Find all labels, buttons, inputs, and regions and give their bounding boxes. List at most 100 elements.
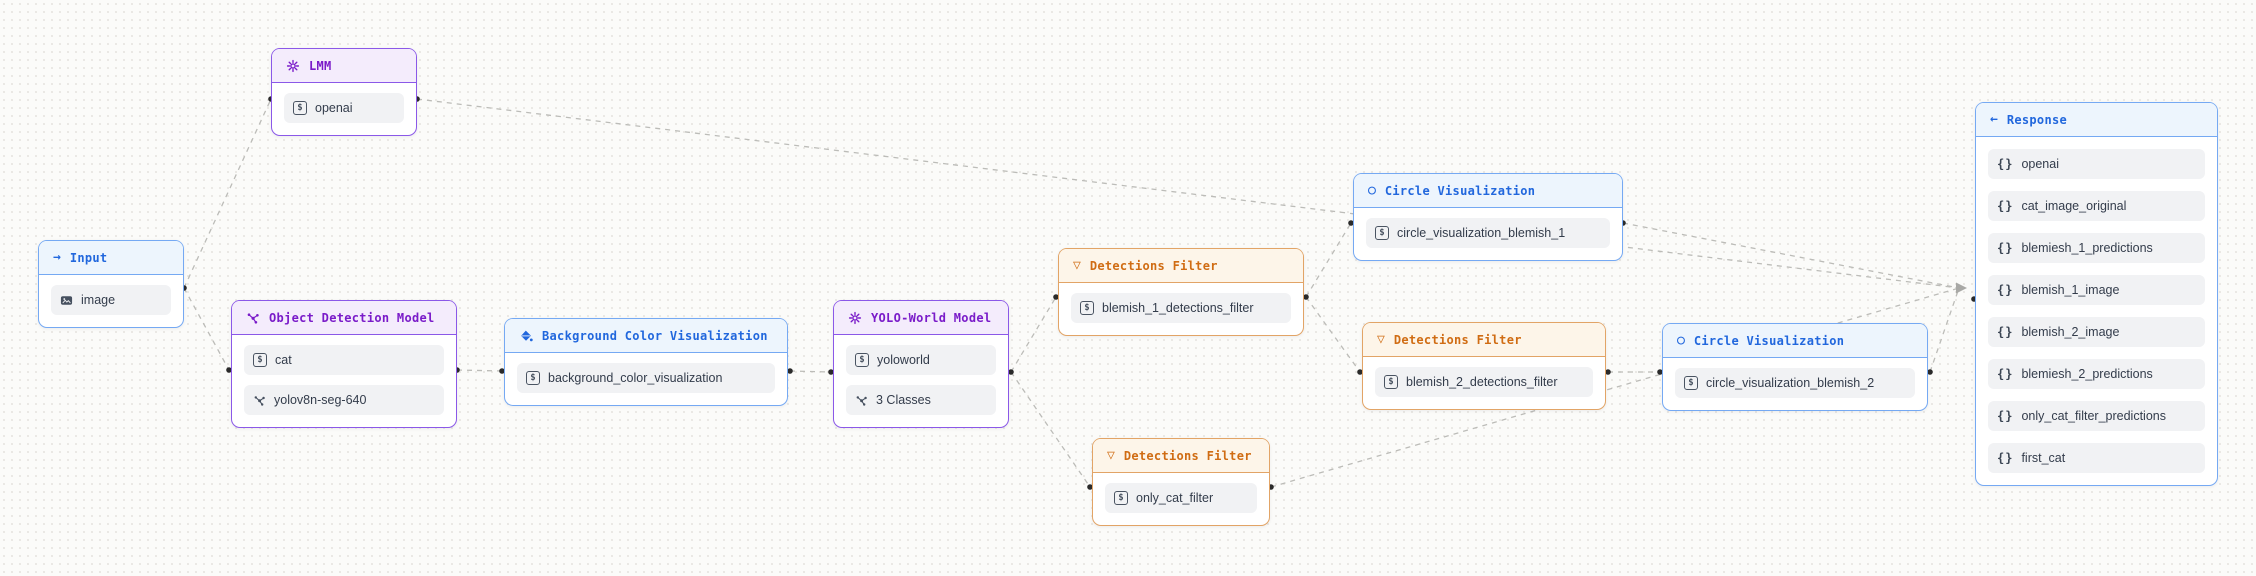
field-classes[interactable]: 3 Classes	[846, 385, 996, 415]
output-openai[interactable]: {} openai	[1988, 149, 2205, 179]
node-filter2-header: ▽ Detections Filter	[1363, 323, 1605, 357]
field-background-color-visualization[interactable]: $ background_color_visualization	[517, 363, 775, 393]
response-arrowhead	[1956, 282, 1967, 294]
braces-icon: {}	[1997, 199, 2014, 213]
output-blemish-1-image[interactable]: {} blemish_1_image	[1988, 275, 2205, 305]
node-response-header: ← Response	[1976, 103, 2217, 137]
node-response[interactable]: ← Response {} openai {} cat_image_origin…	[1975, 102, 2218, 486]
output-blemiesh-1-predictions[interactable]: {} blemiesh_1_predictions	[1988, 233, 2205, 263]
image-icon	[60, 295, 73, 305]
node-yolo-header: YOLO-World Model	[834, 301, 1008, 335]
funnel-icon: ▽	[1377, 332, 1385, 347]
string-icon: $	[1080, 301, 1094, 315]
field-openai[interactable]: $ openai	[284, 93, 404, 123]
field-image[interactable]: image	[51, 285, 171, 315]
edge-yolo-filter3	[1010, 371, 1091, 488]
edge-filter1-cviz1	[1305, 222, 1352, 298]
node-cviz2-header: ○ Circle Visualization	[1663, 324, 1927, 358]
node-input[interactable]: → Input image	[38, 240, 184, 328]
node-yolo-world-model[interactable]: YOLO-World Model $ yoloworld 3 Classes	[833, 300, 1009, 428]
node-filter1-body: $ blemish_1_detections_filter	[1059, 293, 1303, 335]
node-filter3-header: ▽ Detections Filter	[1093, 439, 1269, 473]
node-title: Detections Filter	[1089, 259, 1218, 273]
node-cviz2-body: $ circle_visualization_blemish_2	[1663, 368, 1927, 410]
node-title: Object Detection Model	[269, 311, 435, 325]
port-dot[interactable]	[1008, 369, 1014, 375]
field-blemish-2-detections-filter[interactable]: $ blemish_2_detections_filter	[1375, 367, 1593, 397]
node-response-body: {} openai {} cat_image_original {} blemi…	[1976, 149, 2217, 485]
braces-icon: {}	[1997, 451, 2014, 465]
arrow-left-icon: ←	[1990, 112, 1998, 127]
node-circle-visualization-blemish-2[interactable]: ○ Circle Visualization $ circle_visualiz…	[1662, 323, 1928, 411]
field-model-id[interactable]: yolov8n-seg-640	[244, 385, 444, 415]
string-icon: $	[1384, 375, 1398, 389]
node-filter1-header: ▽ Detections Filter	[1059, 249, 1303, 283]
edge-input-odm	[183, 287, 230, 371]
node-filter2-body: $ blemish_2_detections_filter	[1363, 367, 1605, 409]
port-dot[interactable]	[1605, 369, 1611, 375]
braces-icon: {}	[1997, 241, 2014, 255]
node-title: Detections Filter	[1123, 449, 1252, 463]
node-odm-header: Object Detection Model	[232, 301, 456, 335]
circle-icon: ○	[1677, 333, 1685, 348]
node-detections-filter-blemish-2[interactable]: ▽ Detections Filter $ blemish_2_detectio…	[1362, 322, 1606, 410]
output-blemish-2-image[interactable]: {} blemish_2_image	[1988, 317, 2205, 347]
edge-yolo-filter1	[1010, 296, 1057, 373]
node-circle-visualization-blemish-1[interactable]: ○ Circle Visualization $ circle_visualiz…	[1353, 173, 1623, 261]
node-detections-filter-blemish-1[interactable]: ▽ Detections Filter $ blemish_1_detectio…	[1058, 248, 1304, 336]
node-detections-filter-only-cat[interactable]: ▽ Detections Filter $ only_cat_filter	[1092, 438, 1270, 526]
output-cat-image-original[interactable]: {} cat_image_original	[1988, 191, 2205, 221]
node-object-detection-model[interactable]: Object Detection Model $ cat yolov8n-seg…	[231, 300, 457, 428]
node-filter3-body: $ only_cat_filter	[1093, 483, 1269, 525]
node-yolo-body: $ yoloworld 3 Classes	[834, 345, 1008, 427]
port-dot[interactable]	[1927, 369, 1933, 375]
node-title: LMM	[309, 59, 332, 73]
braces-icon: {}	[1997, 157, 2014, 171]
braces-icon: {}	[1997, 367, 2014, 381]
node-input-body: image	[39, 285, 183, 327]
edge-cviz1-response	[1622, 222, 1960, 289]
node-odm-body: $ cat yolov8n-seg-640	[232, 345, 456, 427]
node-cviz1-body: $ circle_visualization_blemish_1	[1354, 218, 1622, 260]
string-icon: $	[855, 353, 869, 367]
braces-icon: {}	[1997, 409, 2014, 423]
edge-filter1-filter2	[1305, 296, 1361, 373]
field-blemish-1-detections-filter[interactable]: $ blemish_1_detections_filter	[1071, 293, 1291, 323]
string-icon: $	[1114, 491, 1128, 505]
edge-bcv-yolo	[789, 370, 832, 373]
edge-input-lmm	[183, 98, 272, 289]
field-circle-visualization-blemish-2[interactable]: $ circle_visualization_blemish_2	[1675, 368, 1915, 398]
output-blemiesh-2-predictions[interactable]: {} blemiesh_2_predictions	[1988, 359, 2205, 389]
braces-icon: {}	[1997, 325, 2014, 339]
braces-icon: {}	[1997, 283, 2014, 297]
node-title: YOLO-World Model	[871, 311, 992, 325]
field-circle-visualization-blemish-1[interactable]: $ circle_visualization_blemish_1	[1366, 218, 1610, 248]
output-first-cat[interactable]: {} first_cat	[1988, 443, 2205, 473]
string-icon: $	[1684, 376, 1698, 390]
node-bcv-header: Background Color Visualization	[505, 319, 787, 353]
paint-bucket-icon	[521, 330, 533, 342]
gear-icon	[848, 311, 862, 325]
string-icon: $	[526, 371, 540, 385]
molecule-icon	[254, 395, 265, 406]
field-only-cat-filter[interactable]: $ only_cat_filter	[1105, 483, 1257, 513]
port-dot[interactable]	[787, 368, 793, 374]
funnel-icon: ▽	[1073, 258, 1081, 273]
field-yoloworld[interactable]: $ yoloworld	[846, 345, 996, 375]
node-background-color-visualization[interactable]: Background Color Visualization $ backgro…	[504, 318, 788, 406]
field-class-cat[interactable]: $ cat	[244, 345, 444, 375]
node-lmm-body: $ openai	[272, 93, 416, 135]
node-title: Detections Filter	[1393, 333, 1522, 347]
node-title: Response	[2006, 113, 2068, 127]
output-only-cat-filter-predictions[interactable]: {} only_cat_filter_predictions	[1988, 401, 2205, 431]
node-lmm-header: LMM	[272, 49, 416, 83]
node-bcv-body: $ background_color_visualization	[505, 363, 787, 405]
node-lmm[interactable]: LMM $ openai	[271, 48, 417, 136]
port-dot[interactable]	[1303, 294, 1309, 300]
edge-odm-bcv	[456, 369, 503, 372]
molecule-icon	[247, 313, 259, 324]
node-title: Input	[69, 251, 108, 265]
node-title: Circle Visualization	[1693, 334, 1845, 348]
string-icon: $	[293, 101, 307, 115]
